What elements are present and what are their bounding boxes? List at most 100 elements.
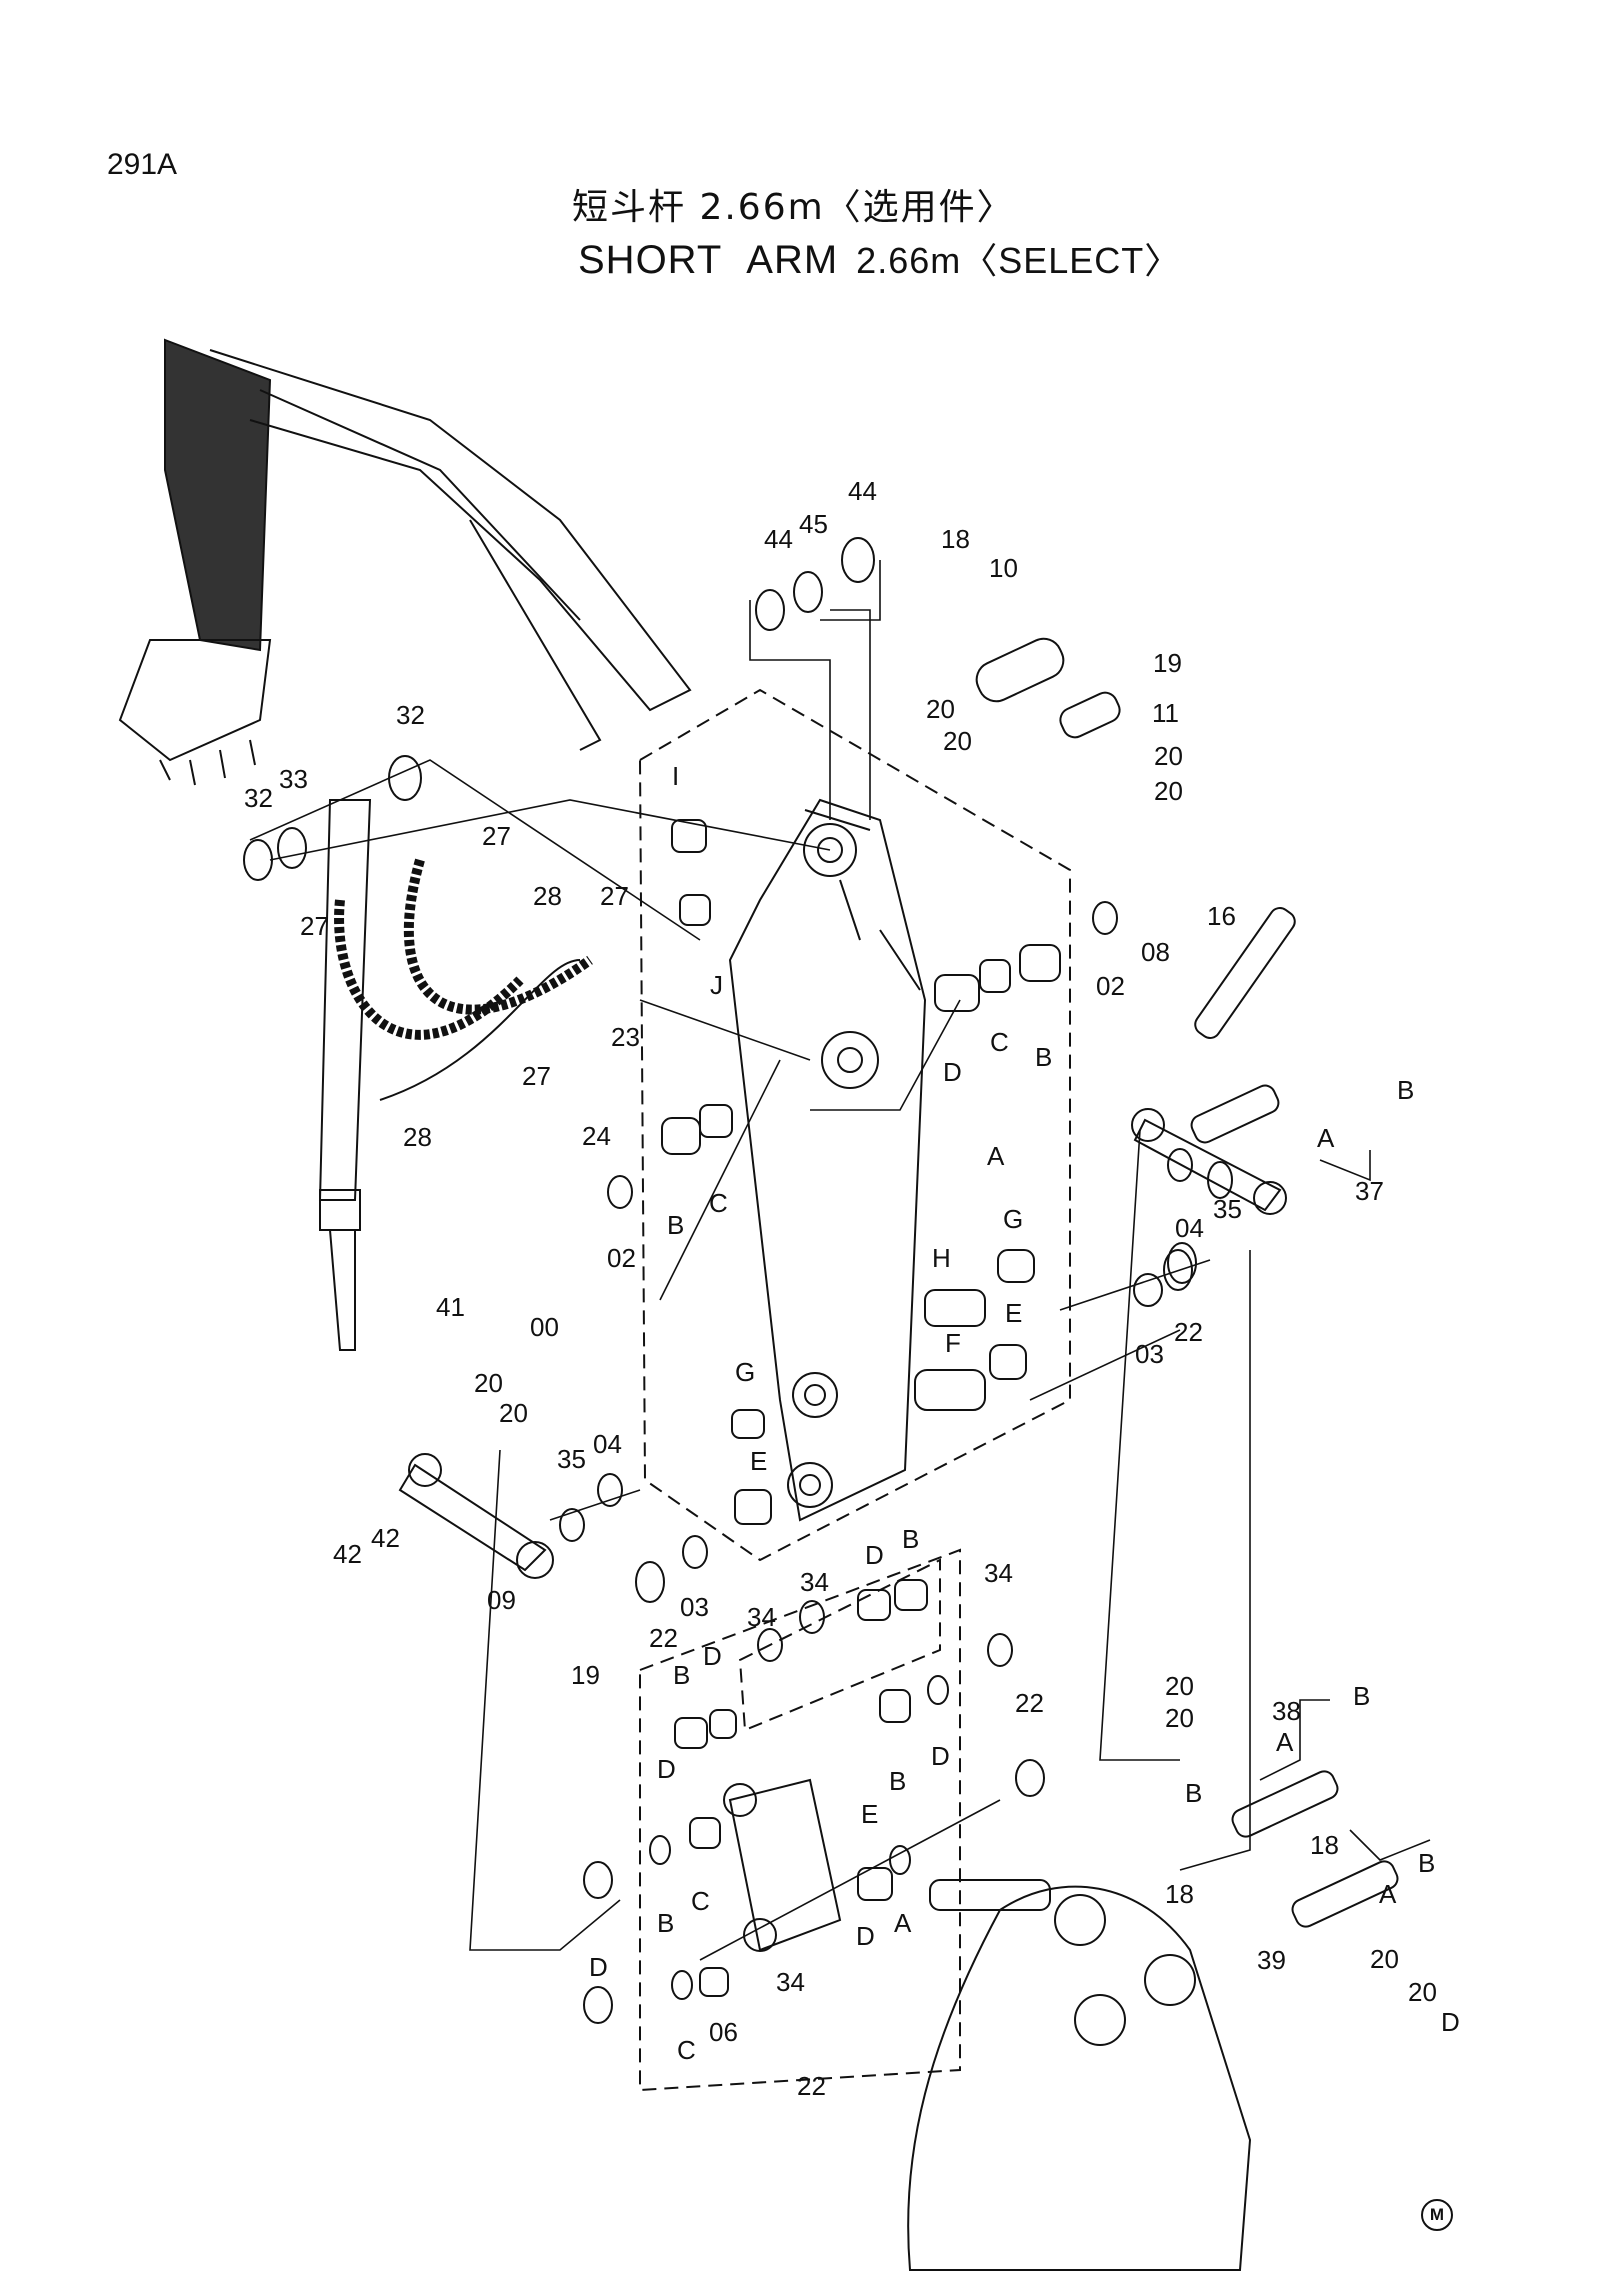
callout-label: 02	[1096, 971, 1125, 1001]
callout-label: C	[709, 1188, 728, 1218]
small-parts	[243, 537, 1233, 2024]
callout-label: 02	[607, 1243, 636, 1273]
callout-label: 04	[1175, 1213, 1204, 1243]
callout-label: 06	[709, 2017, 738, 2047]
callout-label: 18	[1165, 1879, 1194, 1909]
callout-label: 20	[1154, 741, 1183, 771]
cylinder-and-hoses	[318, 799, 593, 1351]
callout-label: D	[865, 1540, 884, 1570]
callout-label: 03	[1135, 1339, 1164, 1369]
callout-label: A	[1317, 1123, 1335, 1153]
callout-label: 34	[747, 1602, 776, 1632]
callout-label: 28	[533, 881, 562, 911]
callout-label: 23	[611, 1022, 640, 1052]
callout-label: A	[1379, 1879, 1397, 1909]
callout-label: D	[703, 1641, 722, 1671]
callout-label: 28	[403, 1122, 432, 1152]
callout-label: A	[987, 1141, 1005, 1171]
callout-label: J	[710, 970, 723, 1000]
callout-label: B	[1035, 1042, 1052, 1072]
callout-label: 22	[649, 1623, 678, 1653]
callout-label: 45	[799, 509, 828, 539]
callout-label: 22	[1015, 1688, 1044, 1718]
callout-label: 20	[926, 694, 955, 724]
callout-label: B	[1397, 1075, 1414, 1105]
assembly-outlines	[638, 688, 1071, 2092]
callout-label: A	[1276, 1727, 1294, 1757]
callout-label: B	[667, 1210, 684, 1240]
callout-label: 34	[776, 1967, 805, 1997]
bucket	[907, 1885, 1252, 2271]
callout-label: 34	[800, 1567, 829, 1597]
callout-label: 20	[1370, 1944, 1399, 1974]
callout-label: 09	[487, 1585, 516, 1615]
callout-label: C	[990, 1027, 1009, 1057]
callout-label: G	[735, 1357, 755, 1387]
callout-label: 27	[300, 911, 329, 941]
callout-labels: 44 45 44 18 10 19 20 20 11 20 20 32 33 3…	[244, 476, 1460, 2101]
callout-label: 32	[244, 783, 273, 813]
pins	[929, 637, 1399, 1928]
callout-label: D	[931, 1741, 950, 1771]
callout-label: 04	[593, 1429, 622, 1459]
callout-label: 18	[1310, 1830, 1339, 1860]
page-code: 291A	[107, 148, 178, 181]
callout-label: 19	[1153, 648, 1182, 678]
callout-label: C	[691, 1886, 710, 1916]
callout-label: B	[1185, 1778, 1202, 1808]
callout-label: 03	[680, 1592, 709, 1622]
excavator-thumbnail	[118, 338, 692, 786]
callout-label: 10	[989, 553, 1018, 583]
callout-label: 20	[943, 726, 972, 756]
manufacturer-mark: M	[1421, 2199, 1453, 2231]
callout-label: E	[750, 1446, 767, 1476]
callout-label: 34	[984, 1558, 1013, 1588]
title-en-select: 2.66m〈SELECT〉	[856, 240, 1182, 281]
callout-label: 37	[1355, 1176, 1384, 1206]
callout-label: 32	[396, 700, 425, 730]
title-chinese: 短斗杆 2.66m〈选用件〉	[572, 187, 1015, 228]
callout-label: 16	[1207, 901, 1236, 931]
callout-label: E	[861, 1799, 878, 1829]
title-english: SHORT ARM 2.66m〈SELECT〉	[578, 232, 1181, 284]
callout-label: 44	[848, 476, 877, 506]
callout-label: 08	[1141, 937, 1170, 967]
callout-label: C	[677, 2035, 696, 2065]
callout-label: 19	[571, 1660, 600, 1690]
callout-label: 18	[941, 524, 970, 554]
title-en-short: SHORT	[578, 238, 723, 282]
callout-label: 27	[522, 1061, 551, 1091]
callout-label: I	[672, 761, 679, 791]
callout-label: D	[589, 1952, 608, 1982]
callout-label: D	[943, 1057, 962, 1087]
title-en-arm: ARM	[746, 238, 839, 282]
callout-label: F	[945, 1328, 961, 1358]
callout-label: 41	[436, 1292, 465, 1322]
callout-label: 35	[557, 1444, 586, 1474]
arm-body	[728, 798, 927, 1522]
callout-label: 35	[1213, 1194, 1242, 1224]
callout-label: 20	[1408, 1977, 1437, 2007]
callout-label: 00	[530, 1312, 559, 1342]
callout-label: 44	[764, 524, 793, 554]
callout-label: 11	[1152, 698, 1179, 728]
callout-label: A	[894, 1908, 912, 1938]
link-08	[1131, 1108, 1287, 1215]
callout-label: B	[889, 1766, 906, 1796]
callout-label: H	[932, 1243, 951, 1273]
callout-label: 33	[279, 764, 308, 794]
callout-label: B	[657, 1908, 674, 1938]
callout-label: 20	[474, 1368, 503, 1398]
callout-label: 22	[797, 2071, 826, 2101]
callout-label: 39	[1257, 1945, 1286, 1975]
callout-label: 20	[1154, 776, 1183, 806]
callout-label: 20	[499, 1398, 528, 1428]
callout-label: 20	[1165, 1703, 1194, 1733]
callout-label: 42	[333, 1539, 362, 1569]
callout-label: G	[1003, 1204, 1023, 1234]
callout-label: E	[1005, 1298, 1022, 1328]
callout-label: D	[856, 1921, 875, 1951]
link-09	[398, 1453, 554, 1579]
callout-label: D	[1441, 2007, 1460, 2037]
